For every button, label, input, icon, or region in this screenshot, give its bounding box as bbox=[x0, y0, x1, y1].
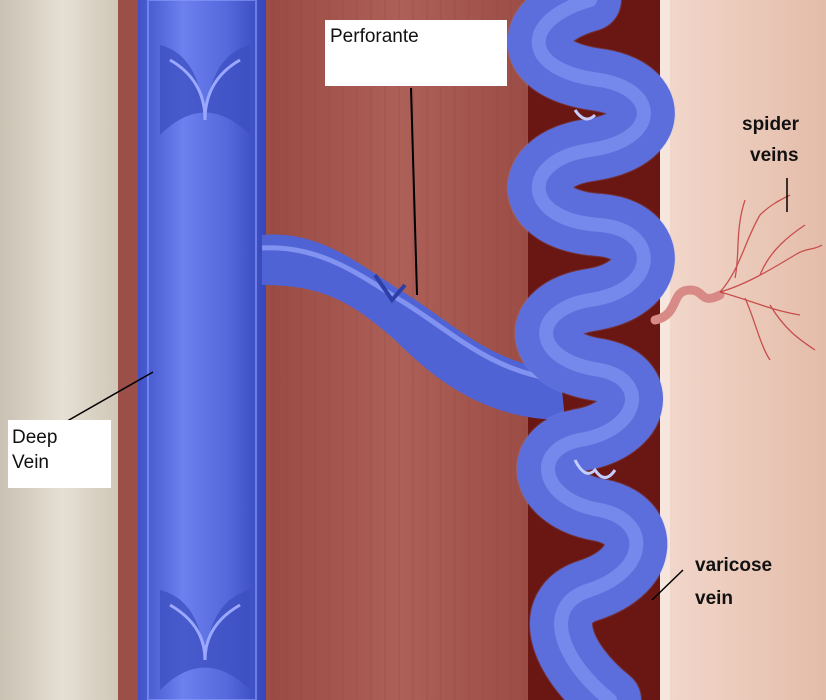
perforante-label-box: Perforante bbox=[325, 20, 507, 86]
spider-veins-label-line2: veins bbox=[750, 145, 799, 167]
varicose-vein-label-line2: vein bbox=[695, 588, 733, 610]
perforante-label: Perforante bbox=[330, 26, 419, 48]
deep-vein-label-line2: Vein bbox=[12, 452, 49, 474]
spider-veins-label-line1: spider bbox=[742, 114, 799, 136]
deep-vein-label-box: Deep Vein bbox=[8, 420, 111, 488]
left-tissue bbox=[0, 0, 125, 700]
deep-vein bbox=[138, 0, 266, 700]
deep-vein-label-line1: Deep bbox=[12, 427, 57, 449]
varicose-vein-label-line1: varicose bbox=[695, 555, 772, 577]
right-skin bbox=[660, 0, 826, 700]
